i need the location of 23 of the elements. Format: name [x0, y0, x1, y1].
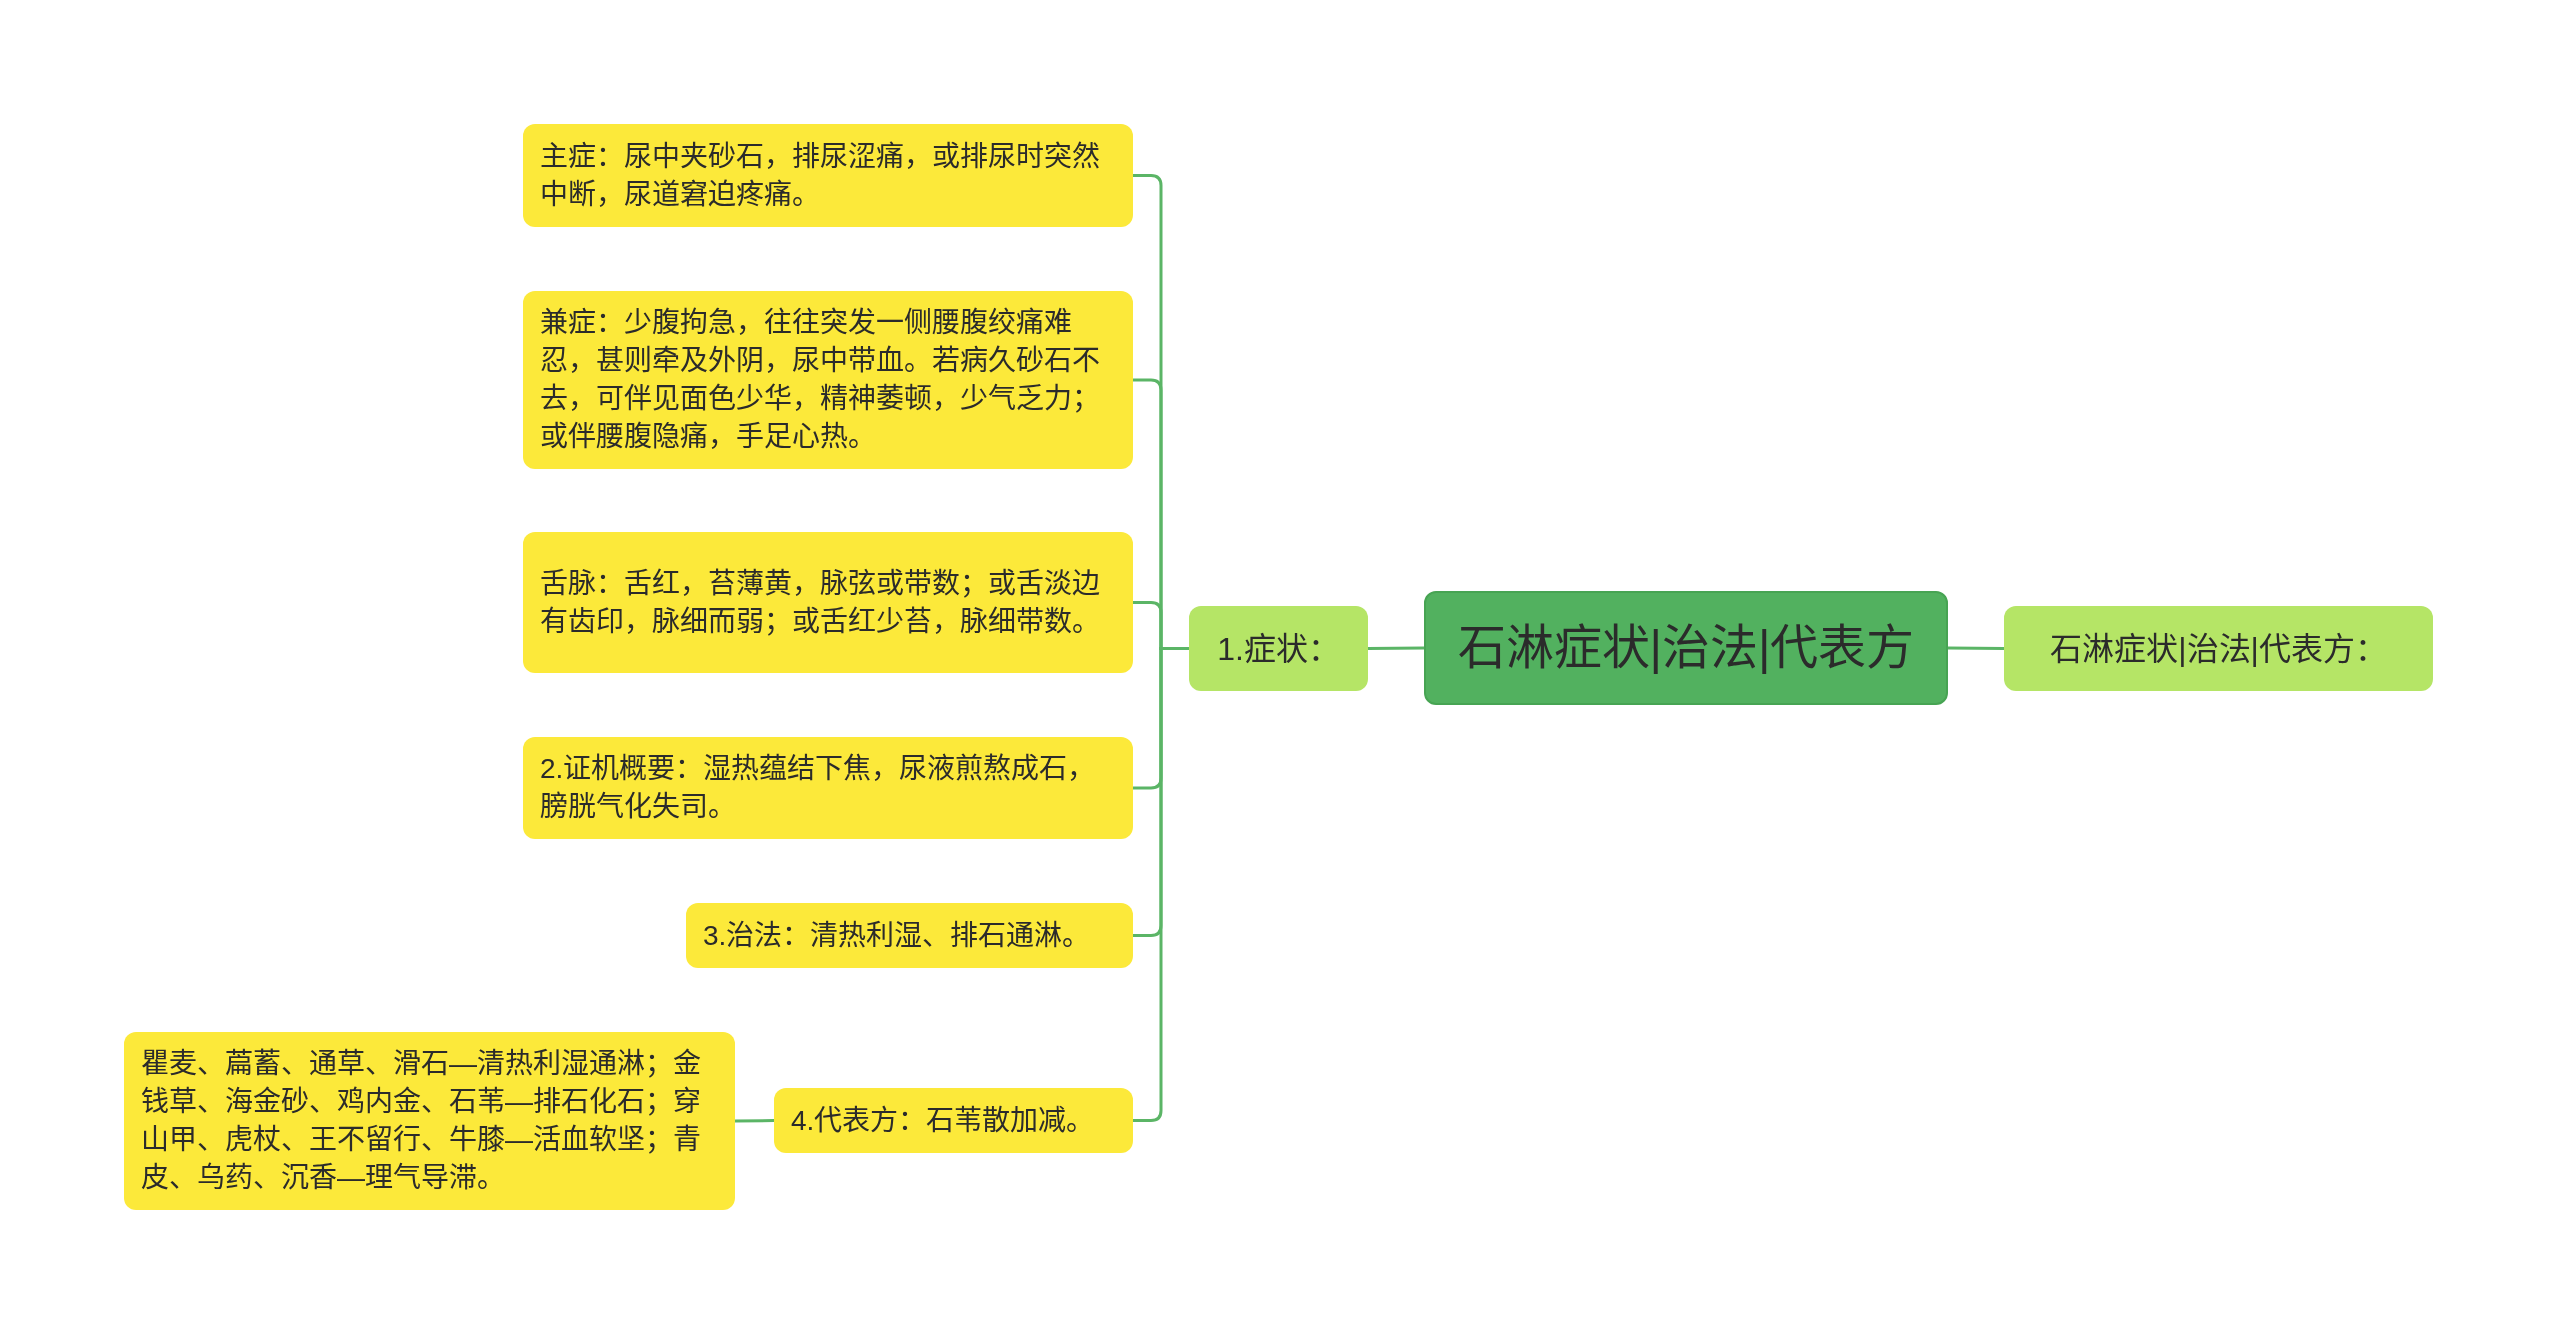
note-text: 兼症：少腹拘急，往往突发一侧腰腹绞痛难忍，甚则牵及外阴，尿中带血。若病久砂石不去，可伴见面色少华，精神萎顿，少气乏力；或伴腰腹隐痛，手足心热。 — [540, 306, 1101, 454]
note-text: 瞿麦、萹蓄、通草、滑石—清热利湿通淋；金钱草、海金砂、鸡内金、石苇—排石化石；穿山甲、虎杖、王不留行、牛膝—活血软坚；青皮、乌药、沉香—理气导滞。 — [141, 1047, 702, 1195]
branch-topic-box — [1189, 606, 1368, 691]
note-box — [774, 1088, 1133, 1153]
branch-topic-box — [2004, 606, 2433, 691]
note-box — [124, 1032, 735, 1210]
central-topic-box — [1424, 591, 1948, 705]
connector-line — [1368, 646, 1424, 650]
connector-line — [734, 1119, 775, 1123]
note-text: 舌脉：舌红，苔薄黄，脉弦或带数；或舌淡边有齿印，脉细而弱；或舌红少苔，脉细带数。 — [540, 566, 1101, 639]
central-topic-text: 石淋症状|治法|代表方 — [1456, 620, 1916, 676]
branch-topic-text: 石淋症状|治法|代表方： — [2049, 629, 2388, 669]
connector-line — [1948, 646, 2004, 650]
branch-topic-text: 1.症状： — [1216, 629, 1341, 669]
note-box — [523, 532, 1133, 673]
note-box — [523, 291, 1133, 469]
note-text: 主症：尿中夹砂石，排尿涩痛，或排尿时突然中断，尿道窘迫疼痛。 — [540, 139, 1101, 212]
note-box — [523, 737, 1133, 839]
note-text: 2.证机概要：湿热蕴结下焦，尿液煎熬成石，膀胱气化失司。 — [540, 752, 1097, 824]
note-text: 4.代表方：石苇散加减。 — [791, 1103, 1096, 1138]
note-box — [686, 903, 1133, 968]
note-text: 3.治法：清热利湿、排石通淋。 — [703, 918, 1092, 953]
note-box — [523, 124, 1133, 227]
